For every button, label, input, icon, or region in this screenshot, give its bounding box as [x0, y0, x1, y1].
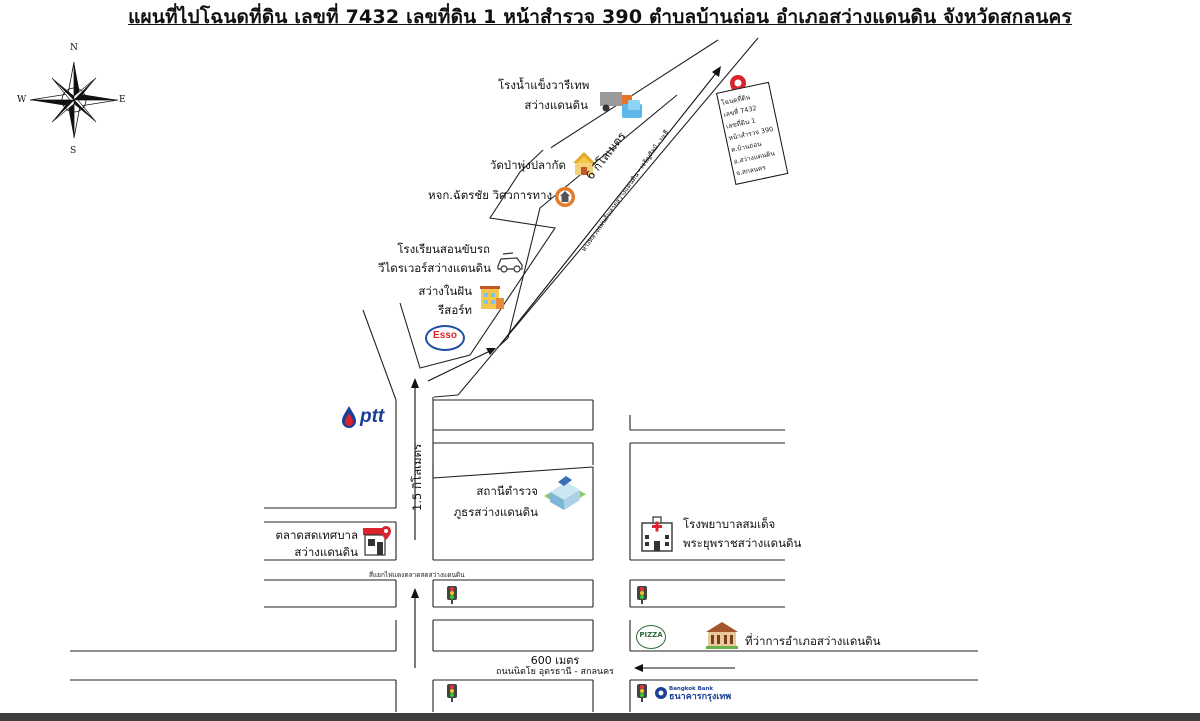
pizza-logo-text: PIZZA — [639, 631, 663, 639]
driving-school-label: โรงเรียนสอนขับรถ วีไดรเวอร์สว่างแดนดิน — [378, 242, 491, 276]
traffic-light-icon — [637, 586, 647, 604]
pizza-logo: PIZZA — [636, 625, 666, 649]
driving-school-name: โรงเรียนสอนขับรถ — [397, 242, 490, 256]
resort-name: สว่างในฝัน — [418, 284, 472, 298]
bank-logo-th: ธนาคารกรุงเทพ — [669, 692, 732, 702]
market-sub: สว่างแดนดิน — [294, 545, 358, 559]
compass-s-label: S — [70, 146, 77, 156]
hospital-label: โรงพยาบาลสมเด็จ พระยุพราชสว่างแดนดิน — [683, 517, 803, 551]
hospital-name: โรงพยาบาลสมเด็จ — [683, 517, 776, 531]
ice-factory-location: สว่างแดนดิน — [524, 98, 588, 112]
bank-logo: Bangkok Bank ธนาคารกรุงเทพ — [669, 686, 731, 703]
hospital-icon — [641, 516, 673, 552]
compass-rose-icon — [29, 61, 119, 139]
bank-logo-en: Bangkok Bank — [669, 686, 714, 692]
market-label: ตลาดสดเทศบาล สว่างแดนดิน — [272, 528, 358, 560]
market-shop-icon — [363, 526, 391, 556]
police-sub: ภูธรสว่างแดนดิน — [453, 505, 538, 519]
police-label: สถานีตำรวจ ภูธรสว่างแดนดิน — [450, 484, 538, 520]
bank-logo-icon — [655, 687, 667, 699]
ice-truck-icon — [600, 92, 642, 118]
traffic-light-icon — [447, 586, 457, 604]
esso-logo-text: Esso — [433, 330, 457, 341]
bottom-distance-label: 600 เมตร — [530, 654, 580, 667]
esso-logo: Esso — [425, 325, 465, 351]
district-office-label: ที่ว่าการอำเภอสว่างแดนดิน — [745, 634, 881, 648]
police-name: สถานีตำรวจ — [476, 484, 538, 498]
compass-e-label: E — [119, 95, 126, 105]
gear-house-icon — [555, 187, 575, 207]
compass-n-label: N — [70, 43, 78, 53]
crossroad-label: สี่แยกไฟแดงตลาดสดสว่างแดนดิน — [369, 571, 465, 579]
bottom-bar — [0, 713, 1200, 721]
compass-w-label: W — [17, 95, 27, 105]
police-station-icon — [544, 476, 586, 510]
resort-label: สว่างในฝัน รีสอร์ท — [392, 284, 472, 318]
traffic-light-icon — [447, 684, 457, 702]
hospital-sub: พระยุพราชสว่างแดนดิน — [683, 536, 802, 550]
ice-factory-name: โรงน้ำแข็งวารีเทพ — [498, 78, 590, 92]
temple-label: วัดป่าพุ่งปลากัด — [489, 158, 566, 172]
engineering-label: หจก.ฉัตรชัย วิศวการทาง — [428, 188, 553, 202]
government-building-icon — [706, 622, 738, 649]
ptt-logo-text: ptt — [360, 406, 385, 427]
map-title: แผนที่ไปโฉนดที่ดิน เลขที่ 7432 เลขที่ดิน… — [128, 6, 1072, 28]
resort-sub: รีสอร์ท — [438, 303, 472, 317]
driving-school-sub: วีไดรเวอร์สว่างแดนดิน — [378, 261, 491, 275]
ice-factory-label: โรงน้ำแข็งวารีเทพ สว่างแดนดิน — [498, 78, 590, 113]
bottom-road-name: ถนนนิตโย อุดรธานี - สกลนคร — [496, 667, 614, 677]
temple-icon — [573, 152, 595, 175]
vertical-distance-label: 1.5 กิโลเมตร — [410, 443, 424, 511]
market-name: ตลาดสดเทศบาล — [275, 528, 358, 542]
car-icon — [497, 252, 523, 273]
traffic-light-icon — [637, 684, 647, 702]
ptt-drop-icon — [342, 406, 356, 428]
resort-icon — [480, 286, 504, 309]
